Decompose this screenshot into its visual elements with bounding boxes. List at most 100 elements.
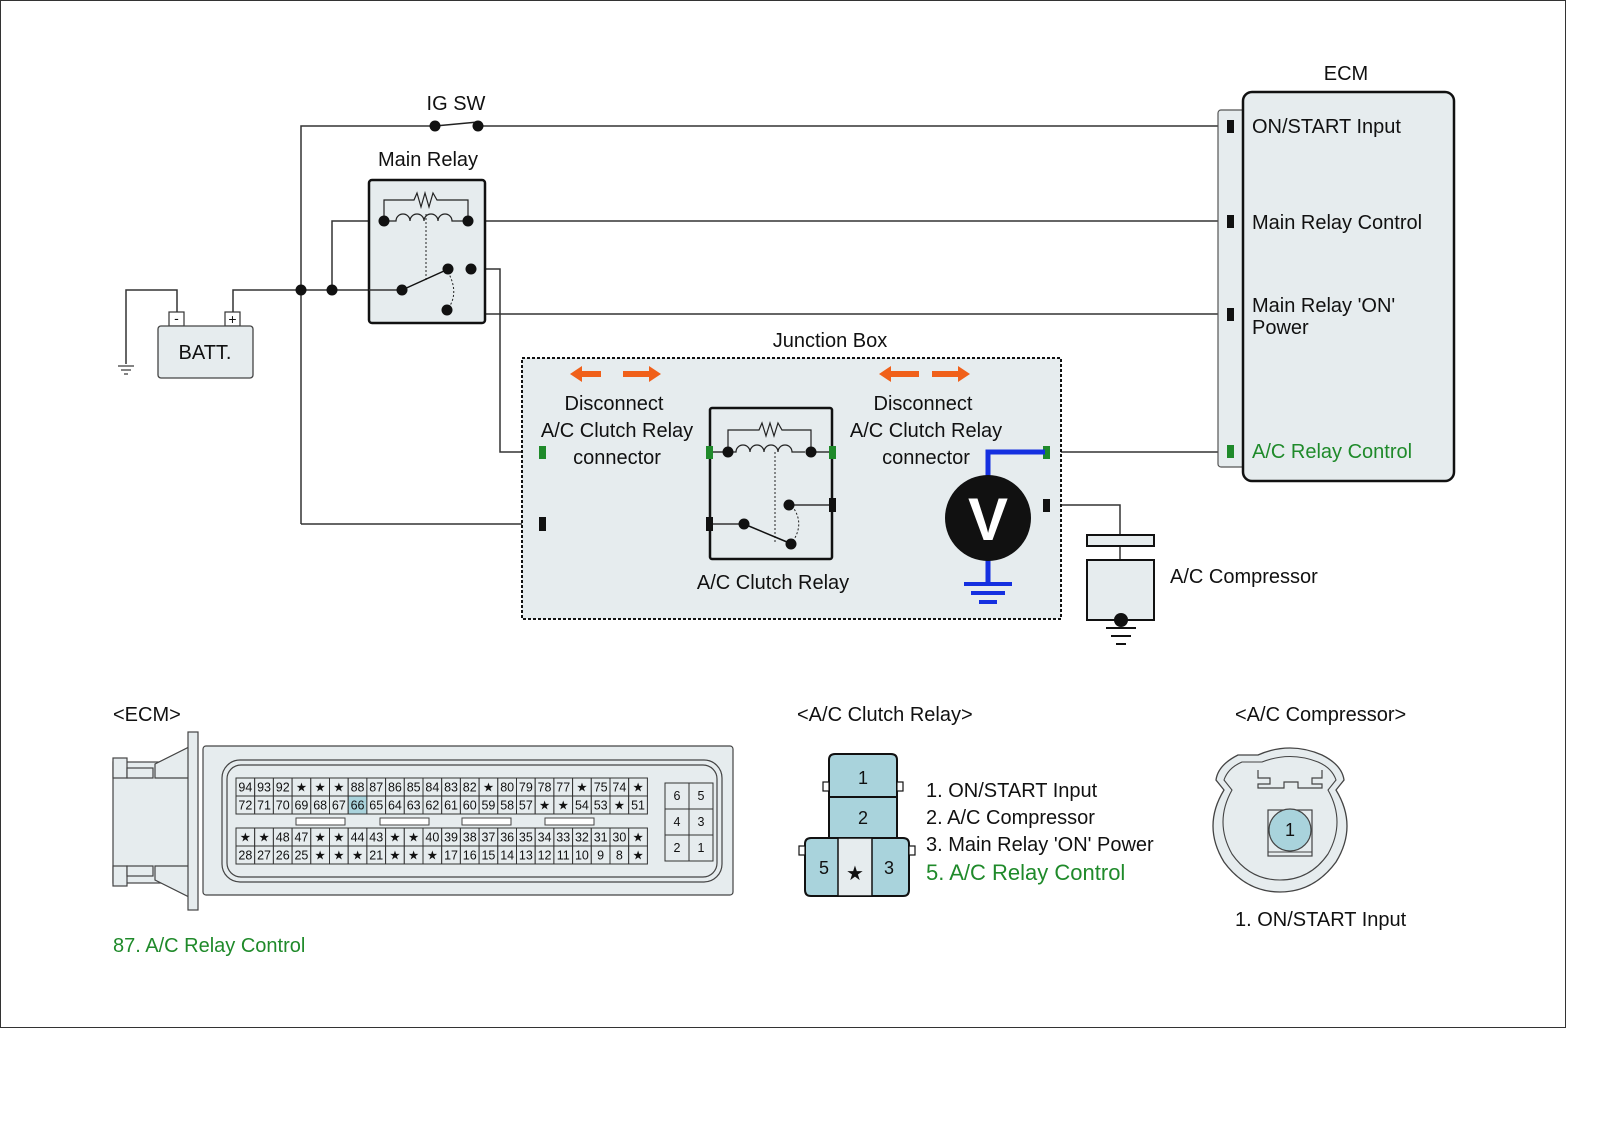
ecm-pin-label: 58: [500, 799, 514, 813]
ecm-pin-label: 54: [575, 799, 589, 813]
ecm-pin-label: 11: [557, 849, 570, 863]
wire-main-relay-on-ecm: [470, 269, 1230, 315]
relay-legend-3: 3. Main Relay 'ON' Power: [926, 834, 1154, 856]
ecm-pin-label: 64: [388, 799, 402, 813]
ecm-pin-label: 31: [594, 831, 608, 845]
ecm-pin-label: 86: [388, 781, 402, 795]
ecm-pin-label: ★: [632, 831, 643, 845]
ecm-pin-label: 35: [519, 831, 533, 845]
ac-compressor-connector-title: <A/C Compressor>: [1235, 704, 1406, 726]
ecm-pin-label: 13: [519, 849, 533, 863]
ac-clutch-relay-label: A/C Clutch Relay: [697, 572, 849, 594]
ecm: ECM ON/START Input Main Relay Control Ma…: [1217, 63, 1456, 483]
ecm-pin-label: ★: [632, 781, 643, 795]
battery-positive-terminal: +: [228, 311, 236, 327]
ecm-pin-label: 8: [616, 849, 623, 863]
ecm-pin-label: 94: [238, 781, 252, 795]
ecm-connector-title: <ECM>: [113, 704, 181, 726]
ecm-pin-label: ★: [483, 781, 494, 795]
wire-batt-neg: [125, 289, 178, 364]
ecm-terminal: [1227, 120, 1234, 133]
ecm-pin-label: ★: [315, 781, 326, 795]
ecm-connector-note: 87. A/C Relay Control: [113, 935, 305, 957]
ecm-pin-label: ★: [315, 831, 326, 845]
ecm-terminal-green: [1227, 445, 1234, 458]
switch-contact-icon: [472, 120, 484, 132]
ecm-pin-label: 74: [612, 781, 626, 795]
ground-icon: [964, 582, 1012, 604]
ecm-pin-label: ★: [614, 799, 625, 813]
relay-pin-3: 3: [884, 858, 894, 878]
ac-clutch-relay: A/C Clutch Relay: [697, 406, 849, 594]
ecm-pin-label: 78: [538, 781, 552, 795]
ecm-pin-label: 67: [332, 799, 346, 813]
ecm-pin-label: 77: [556, 781, 570, 795]
junction-box-label: Junction Box: [773, 330, 888, 352]
relay-pin-5: 5: [819, 858, 829, 878]
ecm-side-pin-cell: [688, 808, 714, 836]
relay-legend-2: 2. A/C Compressor: [926, 807, 1095, 829]
ecm-side-pin-label: 1: [698, 841, 705, 855]
ecm-side-pin-label: 6: [674, 789, 681, 803]
ecm-pin-label: 16: [463, 849, 477, 863]
ecm-pin-label: 85: [407, 781, 421, 795]
ecm-pin-label: 72: [238, 799, 252, 813]
ground-icon: [1106, 627, 1136, 645]
main-relay: Main Relay: [367, 149, 487, 325]
voltmeter-label: V: [968, 486, 1008, 553]
ecm-pin-label: 65: [369, 799, 383, 813]
resistor-icon: [383, 190, 469, 221]
voltmeter-icon: [945, 475, 1031, 561]
ecm-pin-label: 40: [425, 831, 439, 845]
ecm-pin-label: 75: [594, 781, 608, 795]
ecm-pin-cell: [628, 845, 648, 865]
junction-dot: [326, 284, 338, 296]
ecm-pin-label: 70: [276, 799, 290, 813]
ecm-pin-label: ★: [408, 831, 419, 845]
disconnect-right-line2: A/C Clutch Relay: [850, 420, 1002, 442]
ecm-pin-label: 28: [238, 849, 252, 863]
ecm-pin-label: 51: [631, 799, 645, 813]
disconnect-left-line2: A/C Clutch Relay: [541, 420, 693, 442]
relay-pin-unused: ★: [846, 863, 864, 885]
disconnect-left-line3: connector: [573, 447, 661, 469]
coil-icon: [384, 213, 468, 222]
ecm-pin-label: 69: [294, 799, 308, 813]
ecm-title: ECM: [1324, 63, 1368, 85]
terminal: [539, 517, 546, 531]
ecm-pin-cell: [628, 795, 648, 815]
ecm-pin-label: 61: [444, 799, 458, 813]
disconnect-arrows-icon: [570, 366, 661, 382]
ecm-pin-label: 71: [257, 799, 271, 813]
disconnect-right-line3: connector: [882, 447, 970, 469]
ecm-pin-label: 84: [425, 781, 439, 795]
ecm-side-pin-cell: [688, 834, 714, 862]
ecm-pin-label: 80: [500, 781, 514, 795]
ecm-side-pin-cell: [688, 782, 714, 810]
ecm-pin-label: 9: [597, 849, 604, 863]
ecm-pin-label: 39: [444, 831, 458, 845]
ecm-pin-label: ★: [333, 831, 344, 845]
ecm-pin-label: 47: [294, 831, 308, 845]
ecm-pin-label: 14: [500, 849, 514, 863]
ecm-pin-label: 44: [351, 831, 365, 845]
ecm-pin-main-relay-on-line1: Main Relay 'ON': [1252, 295, 1395, 317]
switch-contact-icon: [429, 120, 441, 132]
ecm-pin-label: ★: [296, 781, 307, 795]
ecm-pin-label: 68: [313, 799, 327, 813]
junction-dot: [295, 284, 307, 296]
ecm-pin-label: 92: [276, 781, 290, 795]
relay-legend-1: 1. ON/START Input: [926, 780, 1098, 802]
ecm-pin-label: 43: [369, 831, 383, 845]
ecm-pin-main-relay-on-line2: Power: [1252, 317, 1309, 339]
ecm-pin-label: 26: [276, 849, 290, 863]
ecm-pin-label: 66: [351, 799, 365, 813]
relay-pin-1: 1: [858, 768, 868, 788]
ecm-pin-label: 25: [294, 849, 308, 863]
ecm-pin-main-relay-control: Main Relay Control: [1252, 212, 1422, 234]
ecm-pin-label: 21: [369, 849, 383, 863]
ecm-pin-label: 79: [519, 781, 533, 795]
compressor-pin-1: 1: [1285, 820, 1295, 840]
